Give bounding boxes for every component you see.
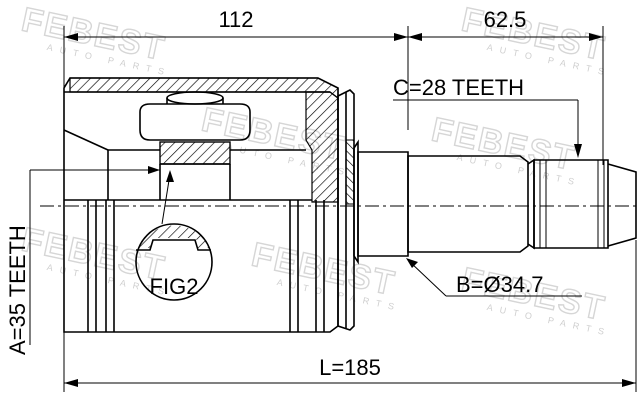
spline-a-label: A=35 TEETH xyxy=(5,225,30,355)
spline-c-label: C=28 TEETH xyxy=(393,75,524,100)
dim-label-62-5: 62.5 xyxy=(484,7,527,32)
housing xyxy=(63,77,339,333)
diameter-b-callout: B=Ø34.7 xyxy=(406,258,582,297)
fig2-label: FIG2 xyxy=(150,274,199,299)
spline-a-callout: A=35 TEETH xyxy=(5,166,160,355)
spline-c-callout: C=28 TEETH xyxy=(393,75,582,158)
seal-flange xyxy=(337,89,355,331)
dim-label-112: 112 xyxy=(218,7,253,32)
dim-label-185: L=185 xyxy=(319,355,381,380)
top-dimensions: 112 62.5 xyxy=(63,7,604,165)
fig2-detail: FIG2 xyxy=(135,170,213,301)
diameter-b-label: B=Ø34.7 xyxy=(456,272,543,297)
stub-shaft xyxy=(353,139,637,265)
bottom-dimension: L=185 xyxy=(63,240,637,392)
